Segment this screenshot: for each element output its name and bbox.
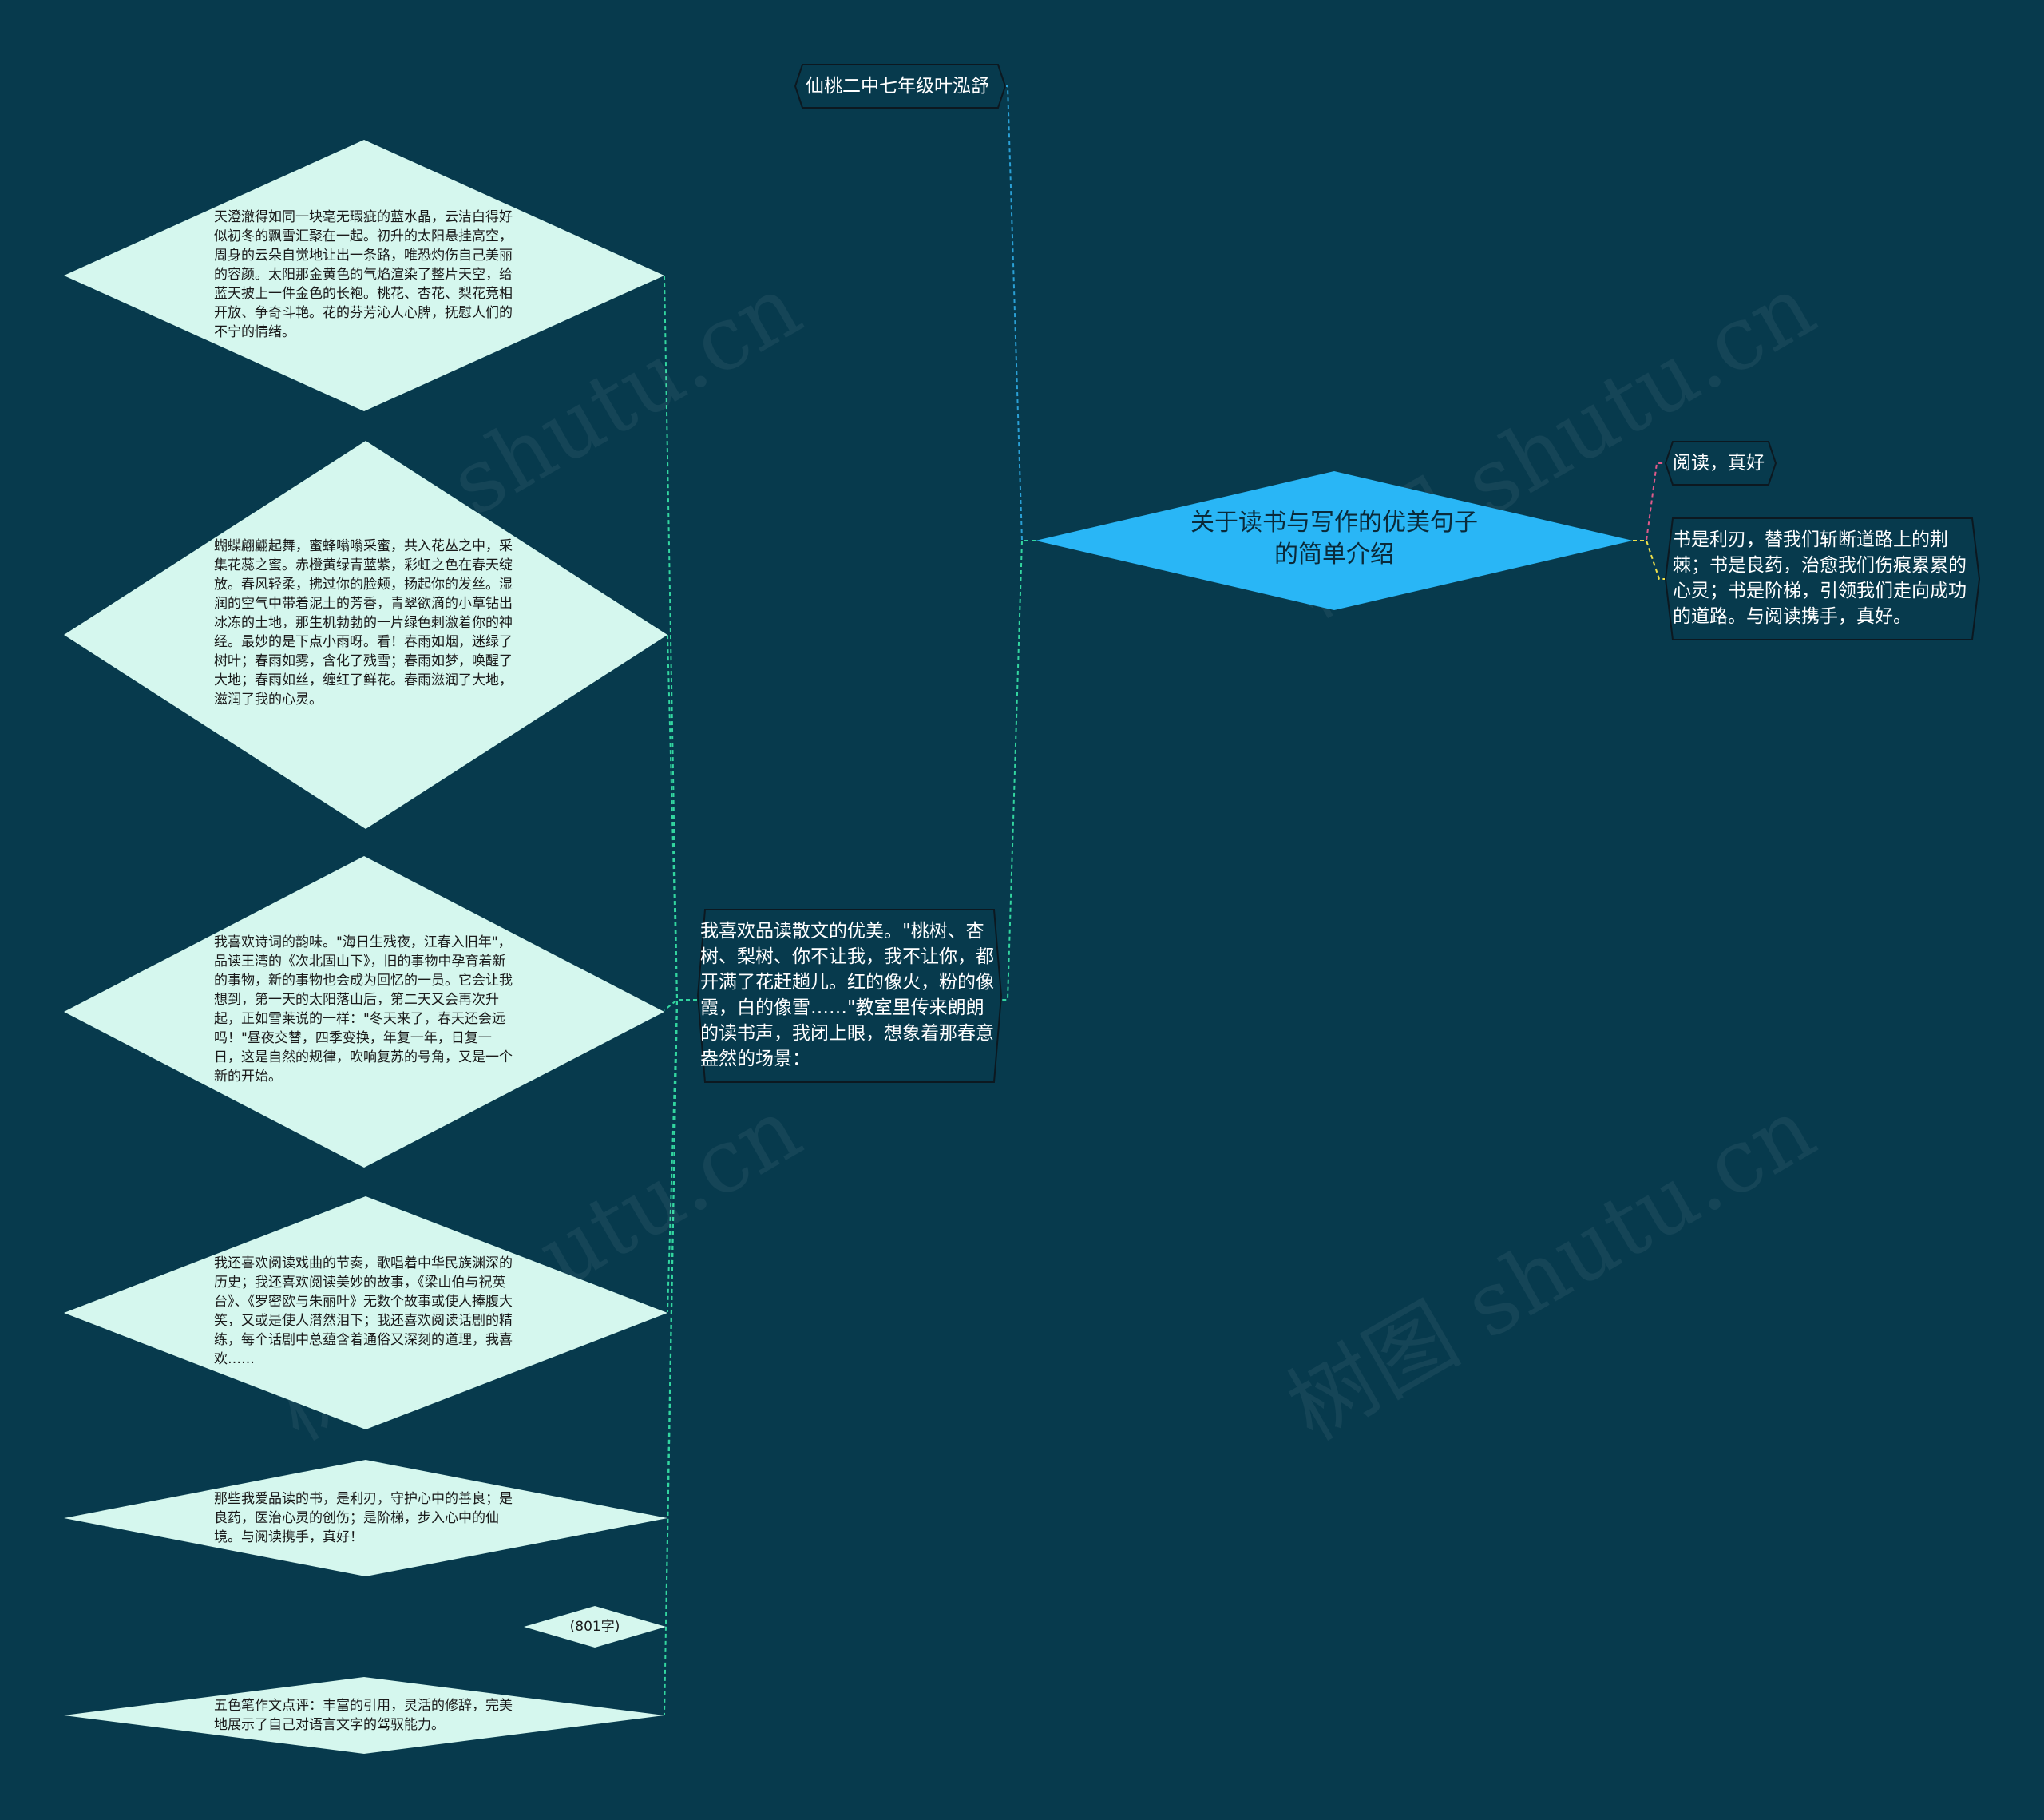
edge-root-author: [1002, 85, 1036, 541]
leaf-node-summary[interactable]: 那些我爱品读的书，是利刃，守护心中的善良；是良药，医治心灵的创伤；是阶梯，步入心…: [64, 1460, 667, 1576]
leaf-node-poetry[interactable]: 我喜欢诗词的韵味。"海日生残夜，江春入旧年"，品读王湾的《次北固山下》，旧的事物…: [64, 856, 664, 1168]
leaf-node-sky[interactable]: 天澄澈得如同一块毫无瑕疵的蓝水晶，云洁白得好似初冬的飘雪汇聚在一起。初升的太阳悬…: [64, 140, 664, 411]
prose-node-shape: [696, 909, 1003, 1083]
leaf-text-poetry: 我喜欢诗词的韵味。"海日生残夜，江春入旧年"，品读王湾的《次北固山下》，旧的事物…: [214, 934, 513, 1084]
root-diamond-shape: [1036, 471, 1633, 610]
leaf-node-butterfly[interactable]: 蝴蝶翩翩起舞，蜜蜂嗡嗡采蜜，共入花丛之中，采集花蕊之蜜。赤橙黄绿青蓝紫，彩虹之色…: [64, 441, 667, 829]
author-node-shape: [794, 64, 1007, 109]
leaf-node-comment[interactable]: 五色笔作文点评：丰富的引用，灵活的修辞，完美地展示了自己对语言文字的驾驭能力。: [64, 1677, 664, 1754]
leaf-diamond-shape: [64, 1460, 667, 1576]
author-node[interactable]: 仙桃二中七年级叶泓舒: [794, 64, 1007, 109]
reading-node-text: 阅读，真好: [1673, 453, 1765, 474]
book-metaphor-node-shape: [1664, 517, 1981, 640]
author-node-text: 仙桃二中七年级叶泓舒: [806, 76, 989, 97]
book-metaphor-node-text: 书是利刃，替我们斩断道路上的荆棘；书是良药，治愈我们伤痕累累的心灵；书是阶梯，引…: [1673, 529, 1967, 627]
leaf-diamond-shape: [524, 1606, 666, 1648]
leaf-diamond-shape: [64, 441, 667, 829]
leaf-text-sky: 天澄澈得如同一块毫无瑕疵的蓝水晶，云洁白得好似初冬的飘雪汇聚在一起。初升的太阳悬…: [214, 209, 513, 340]
leaf-node-opera[interactable]: 我还喜欢阅读戏曲的节奏，歌唱着中华民族渊深的历史；我还喜欢阅读美妙的故事，《梁山…: [64, 1196, 667, 1429]
edge-middle-leaf-2: [667, 634, 697, 1001]
edge-middle-leaf-1: [664, 275, 697, 1001]
leaf-diamond-shape: [64, 1196, 667, 1429]
leaf-diamond-shape: [64, 1677, 664, 1754]
leaf-text-opera: 我还喜欢阅读戏曲的节奏，歌唱着中华民族渊深的历史；我还喜欢阅读美妙的故事，《梁山…: [214, 1255, 513, 1367]
reading-node[interactable]: 阅读，真好: [1664, 441, 1777, 486]
book-metaphor-node[interactable]: 书是利刃，替我们斩断道路上的荆棘；书是良药，治愈我们伤痕累累的心灵；书是阶梯，引…: [1664, 517, 1981, 640]
edge-middle-leaf-4: [667, 999, 697, 1313]
root-topic-text: 关于读书与写作的优美句子的简单介绍: [1190, 509, 1478, 569]
edge-root-book: [1633, 540, 1665, 580]
reading-node-shape: [1664, 441, 1777, 486]
edge-root-middle: [1002, 540, 1036, 1001]
edge-middle-leaf-5: [667, 999, 697, 1518]
edge-middle-leaf-7: [664, 999, 697, 1716]
leaf-diamond-shape: [64, 856, 664, 1168]
leaf-node-wordcount[interactable]: (801字): [524, 1606, 666, 1648]
leaf-text-butterfly: 蝴蝶翩翩起舞，蜜蜂嗡嗡采蜜，共入花丛之中，采集花蕊之蜜。赤橙黄绿青蓝紫，彩虹之色…: [214, 538, 513, 708]
leaf-text-wordcount: (801字): [569, 1619, 620, 1635]
leaf-text-summary: 那些我爱品读的书，是利刃，守护心中的善良；是良药，医治心灵的创伤；是阶梯，步入心…: [214, 1491, 513, 1545]
edge-root-reading: [1633, 462, 1665, 541]
root-topic-node[interactable]: 关于读书与写作的优美句子的简单介绍: [1036, 471, 1633, 610]
leaf-diamond-shape: [64, 140, 664, 411]
leaf-text-comment: 五色笔作文点评：丰富的引用，灵活的修辞，完美地展示了自己对语言文字的驾驭能力。: [214, 1698, 513, 1733]
edge-middle-leaf-3: [664, 999, 697, 1011]
prose-node-text: 我喜欢品读散文的优美。"桃树、杏树、梨树、你不让我，我不让你，都开满了花赶趟儿。…: [700, 921, 994, 1069]
prose-node[interactable]: 我喜欢品读散文的优美。"桃树、杏树、梨树、你不让我，我不让你，都开满了花赶趟儿。…: [696, 909, 1003, 1083]
